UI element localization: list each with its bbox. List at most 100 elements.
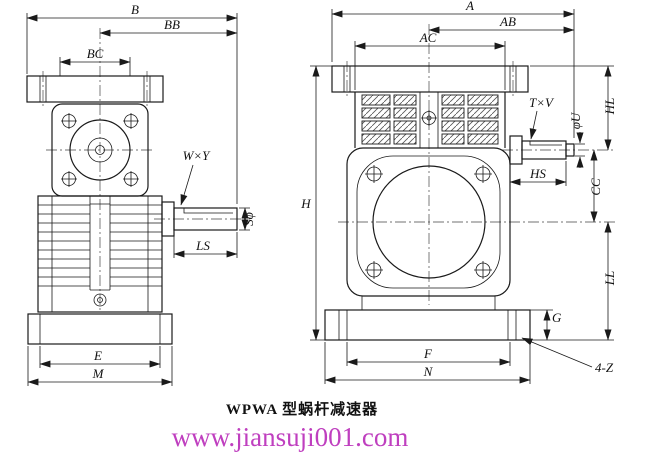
dim-label-G: G bbox=[552, 310, 562, 325]
cover-bolt-crosses bbox=[61, 113, 139, 187]
dim-label-M: M bbox=[92, 366, 105, 381]
dim-WxY: W×Y bbox=[180, 148, 212, 206]
dim-label-BB: BB bbox=[164, 17, 180, 32]
dim-label-B: B bbox=[131, 2, 139, 17]
cooling-fin bbox=[467, 94, 499, 106]
dim-4Z: 4-Z bbox=[521, 337, 614, 375]
dim-BB: BB bbox=[99, 17, 238, 37]
dim-WxY-leader bbox=[180, 164, 194, 206]
dim-label-4Z: 4-Z bbox=[595, 360, 614, 375]
right-base bbox=[324, 309, 531, 341]
oil-plug bbox=[93, 293, 107, 307]
cooling-fin bbox=[361, 107, 391, 119]
dim-label-AC: AC bbox=[419, 30, 437, 45]
dim-Sphi: Sφ bbox=[239, 207, 256, 231]
dim-E: E bbox=[39, 346, 161, 368]
cooling-fin bbox=[361, 94, 391, 106]
dim-LS: LS bbox=[173, 232, 238, 258]
right-flange-hole-centerlines bbox=[346, 61, 514, 97]
dim-label-BC: BC bbox=[87, 46, 104, 61]
dim-G: G bbox=[530, 309, 562, 341]
output-shaft bbox=[173, 207, 238, 231]
dim-M: M bbox=[27, 346, 173, 386]
cooling-fin bbox=[361, 133, 391, 145]
drawing-caption: WPWA 型蜗杆减速器 bbox=[226, 400, 378, 418]
right-view: A AB AC T×V φU HS H bbox=[300, 0, 617, 384]
worm-shaft-keyway bbox=[529, 141, 562, 146]
dim-label-phiU: φU bbox=[568, 111, 583, 129]
dim-label-N: N bbox=[423, 364, 434, 379]
cooling-fin bbox=[441, 94, 465, 106]
dim-label-CC: CC bbox=[588, 178, 603, 196]
dim-CC: CC bbox=[588, 149, 603, 223]
dim-HL: HL bbox=[530, 65, 617, 151]
left-top-flange bbox=[26, 75, 164, 103]
right-flange-bolt-holes bbox=[343, 66, 517, 92]
cooling-fin bbox=[393, 120, 417, 132]
dim-AC: AC bbox=[354, 30, 506, 90]
dim-label-LS: LS bbox=[195, 238, 210, 253]
dim-label-HS: HS bbox=[529, 166, 546, 181]
oil-plug-hole bbox=[97, 297, 103, 303]
cooling-fin bbox=[467, 120, 499, 132]
dim-label-Sphi: Sφ bbox=[241, 212, 256, 226]
boss-hole-cross bbox=[421, 110, 437, 126]
fin-block-boss bbox=[419, 92, 439, 148]
housing-base-connectors bbox=[361, 296, 496, 310]
left-view: B BB BC W×Y Sφ LS E bbox=[26, 2, 256, 386]
dim-label-E: E bbox=[93, 348, 102, 363]
dim-phiU-extensions bbox=[575, 143, 585, 157]
cooling-fin bbox=[393, 133, 417, 145]
cooling-fin-lines bbox=[38, 204, 162, 287]
dim-A-extensions bbox=[331, 9, 575, 138]
dim-TxV: T×V bbox=[529, 95, 555, 140]
dim-BC: BC bbox=[59, 46, 131, 76]
dim-label-WxY: W×Y bbox=[183, 148, 212, 163]
worm-wheel-circle bbox=[372, 165, 486, 279]
cooling-fin bbox=[441, 133, 465, 145]
dim-label-A: A bbox=[465, 0, 474, 13]
watermark-url: www.jiansuji001.com bbox=[172, 422, 409, 452]
dim-label-TxV: T×V bbox=[529, 95, 555, 110]
body-ribs bbox=[51, 196, 149, 312]
cooling-fin bbox=[441, 107, 465, 119]
input-hub-circle bbox=[87, 137, 113, 163]
dim-label-HL: HL bbox=[602, 98, 617, 116]
cooling-fin bbox=[467, 133, 499, 145]
cooling-fin bbox=[393, 94, 417, 106]
dim-B-extensions bbox=[26, 13, 238, 204]
dim-label-H: H bbox=[300, 196, 311, 211]
left-housing-body bbox=[37, 195, 163, 313]
dim-F: F bbox=[346, 342, 511, 366]
dim-label-AB: AB bbox=[499, 14, 516, 29]
right-housing-body bbox=[346, 147, 511, 297]
dim-N: N bbox=[324, 342, 531, 384]
flange-hole-centerlines bbox=[42, 71, 148, 107]
dim-H-extensions bbox=[310, 65, 332, 341]
dim-label-F: F bbox=[423, 346, 433, 361]
dim-B: B bbox=[26, 2, 238, 204]
dim-label-LL: LL bbox=[602, 271, 617, 286]
worm-shaft-end-step bbox=[565, 143, 575, 157]
dim-H: H bbox=[300, 65, 332, 341]
dim-AB: AB bbox=[428, 14, 575, 34]
left-base bbox=[27, 313, 173, 345]
cooling-fin bbox=[361, 120, 391, 132]
cooling-fin bbox=[467, 107, 499, 119]
flange-bolt-holes bbox=[39, 76, 151, 102]
right-base-holes bbox=[338, 310, 517, 340]
dim-4Z-leader bbox=[521, 337, 593, 368]
housing-bolt-crosses bbox=[365, 165, 492, 279]
fin-block-walls bbox=[354, 92, 506, 148]
dim-TxV-leader bbox=[529, 110, 538, 140]
dim-LL: LL bbox=[532, 221, 617, 341]
input-center-hole bbox=[95, 145, 105, 155]
left-base-holes bbox=[39, 314, 161, 344]
output-shaft-keyway bbox=[183, 208, 233, 214]
cooling-fin bbox=[393, 107, 417, 119]
housing-cover-outline bbox=[356, 155, 501, 289]
dim-HS: HS bbox=[509, 161, 567, 186]
dim-phiU: φU bbox=[568, 111, 585, 168]
